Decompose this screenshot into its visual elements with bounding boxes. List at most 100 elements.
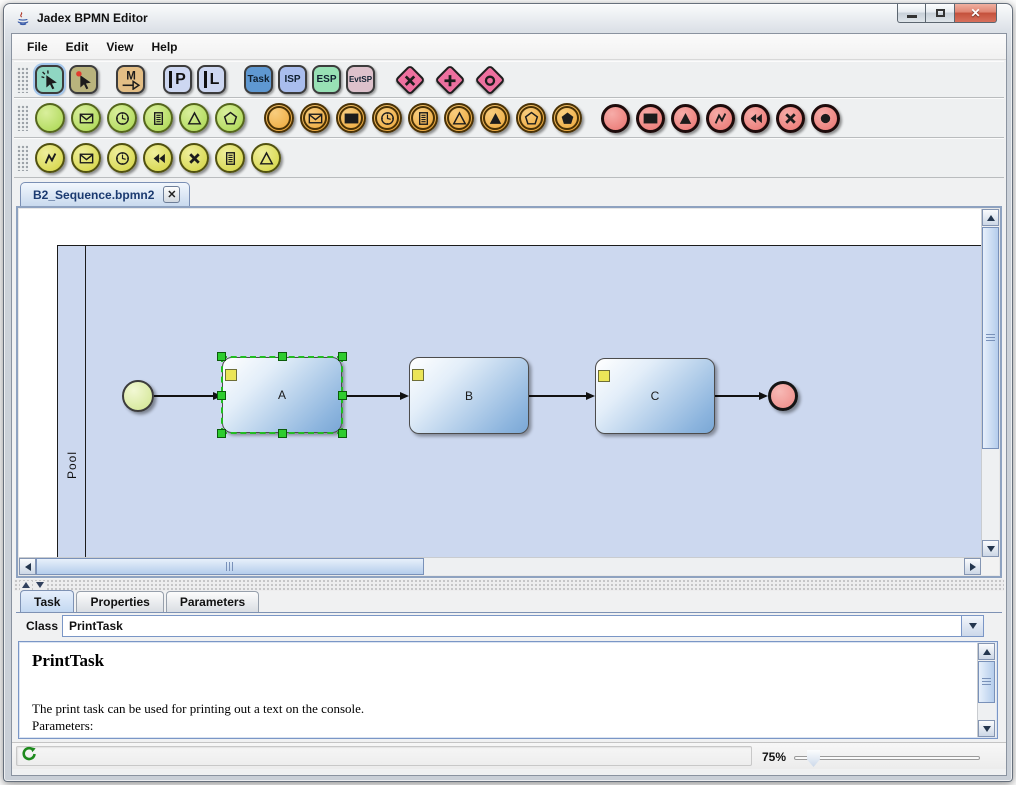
- task-b-node[interactable]: B: [409, 357, 529, 434]
- resize-handle[interactable]: [217, 391, 226, 400]
- start-multiple-event[interactable]: [215, 103, 245, 133]
- combobox-dropdown-button[interactable]: [961, 616, 983, 636]
- menu-view[interactable]: View: [106, 39, 134, 54]
- maximize-button[interactable]: [926, 4, 954, 23]
- scroll-up-button[interactable]: [982, 209, 999, 226]
- boundary-message-event[interactable]: [71, 143, 101, 173]
- menu-file[interactable]: File: [27, 39, 48, 54]
- select-tool[interactable]: [35, 65, 64, 94]
- scroll-left-button[interactable]: [19, 558, 36, 575]
- resize-handle[interactable]: [338, 429, 347, 438]
- toolbar-grip[interactable]: [17, 66, 28, 93]
- task-a-node[interactable]: A: [217, 352, 347, 438]
- resize-handle[interactable]: [338, 352, 347, 361]
- resize-handle[interactable]: [278, 429, 287, 438]
- edge-draw-tool[interactable]: [69, 65, 98, 94]
- scroll-down-button[interactable]: [982, 540, 999, 557]
- resize-handle[interactable]: [217, 352, 226, 361]
- event-subprocess-tool[interactable]: EvtSP: [346, 65, 375, 94]
- intermediate-signal-throw-event[interactable]: [480, 103, 510, 133]
- start-signal-event[interactable]: [179, 103, 209, 133]
- inclusive-gateway-tool[interactable]: [473, 63, 507, 97]
- scroll-up-button[interactable]: [978, 643, 995, 660]
- lane-tool[interactable]: L: [197, 65, 226, 94]
- start-rule-event[interactable]: [143, 103, 173, 133]
- split-pane-divider[interactable]: [14, 579, 1004, 591]
- close-button[interactable]: ✕: [954, 4, 997, 23]
- tab-parameters[interactable]: Parameters: [165, 591, 260, 612]
- start-event[interactable]: [35, 103, 65, 133]
- start-timer-event[interactable]: [107, 103, 137, 133]
- tab-properties[interactable]: Properties: [76, 591, 164, 612]
- collapse-down-button[interactable]: [34, 580, 46, 590]
- resize-handle[interactable]: [338, 391, 347, 400]
- vertical-scroll-thumb[interactable]: [978, 661, 995, 703]
- intermediate-rule-event[interactable]: [408, 103, 438, 133]
- end-signal-event[interactable]: [671, 103, 700, 133]
- tab-b2-sequence[interactable]: B2_Sequence.bpmn2 ✕: [20, 182, 191, 206]
- boundary-timer-event[interactable]: [107, 143, 137, 173]
- boundary-compensation-event[interactable]: [143, 143, 173, 173]
- intermediate-event[interactable]: [264, 103, 294, 133]
- parallel-gateway-tool[interactable]: [433, 63, 467, 97]
- selection-outline: [221, 356, 343, 434]
- intermediate-timer-event[interactable]: [372, 103, 402, 133]
- end-message-event[interactable]: [636, 103, 665, 133]
- boundary-cancel-event[interactable]: [179, 143, 209, 173]
- sequence-flow-b-c[interactable]: [529, 392, 595, 400]
- toolbar-grip[interactable]: [17, 145, 28, 171]
- end-event[interactable]: [601, 103, 630, 133]
- canvas-horizontal-scrollbar[interactable]: [19, 557, 981, 575]
- refresh-icon[interactable]: [21, 746, 37, 767]
- class-combobox-value: PrintTask: [69, 619, 123, 633]
- title-bar[interactable]: Jadex BPMN Editor ✕: [4, 4, 1012, 33]
- doc-vertical-scrollbar[interactable]: [977, 643, 996, 737]
- canvas-vertical-scrollbar[interactable]: [981, 209, 999, 557]
- scroll-down-button[interactable]: [978, 720, 995, 737]
- boundary-rule-event[interactable]: [215, 143, 245, 173]
- collapse-up-button[interactable]: [20, 580, 32, 590]
- menu-help[interactable]: Help: [151, 39, 178, 54]
- end-compensation-event[interactable]: [741, 103, 770, 133]
- class-combobox[interactable]: PrintTask: [62, 615, 984, 637]
- zoom-slider-thumb[interactable]: [807, 750, 820, 767]
- resize-handle[interactable]: [217, 429, 226, 438]
- intermediate-message-catch-event[interactable]: [300, 103, 330, 133]
- boundary-error-event[interactable]: [35, 143, 65, 173]
- diagram-canvas[interactable]: Pool A: [19, 209, 981, 557]
- minimize-button[interactable]: [897, 4, 926, 23]
- sequence-flow-c-end[interactable]: [715, 392, 768, 400]
- arrow-up-icon: [22, 582, 30, 588]
- start-event-node[interactable]: [122, 380, 154, 412]
- internal-subprocess-tool[interactable]: ISP: [278, 65, 307, 94]
- boundary-signal-event[interactable]: [251, 143, 281, 173]
- intermediate-multiple-catch-event[interactable]: [516, 103, 546, 133]
- end-event-node[interactable]: [768, 381, 798, 411]
- start-message-event[interactable]: [71, 103, 101, 133]
- pool-header[interactable]: Pool: [58, 246, 86, 557]
- end-terminate-event[interactable]: [811, 103, 840, 133]
- end-error-event[interactable]: [706, 103, 735, 133]
- vertical-scroll-thumb[interactable]: [982, 227, 999, 449]
- task-c-node[interactable]: C: [595, 358, 715, 434]
- intermediate-message-throw-event[interactable]: [336, 103, 366, 133]
- toolbar-grip[interactable]: [17, 105, 28, 131]
- tab-close-button[interactable]: ✕: [163, 186, 181, 203]
- sequence-flow-start-a[interactable]: [154, 392, 222, 400]
- intermediate-multiple-throw-event[interactable]: [552, 103, 582, 133]
- end-cancel-event[interactable]: [776, 103, 805, 133]
- scroll-right-button[interactable]: [964, 558, 981, 575]
- task-tool[interactable]: Task: [244, 65, 273, 94]
- zoom-slider[interactable]: [794, 750, 980, 767]
- menu-edit[interactable]: Edit: [65, 39, 89, 54]
- xor-gateway-tool[interactable]: [393, 63, 427, 97]
- external-subprocess-tool[interactable]: ESP: [312, 65, 341, 94]
- sequence-flow-a-b[interactable]: [342, 392, 409, 400]
- horizontal-scroll-thumb[interactable]: [36, 558, 424, 575]
- message-edge-tool[interactable]: M: [116, 65, 145, 94]
- intermediate-signal-catch-event[interactable]: [444, 103, 474, 133]
- tab-task[interactable]: Task: [20, 590, 75, 612]
- pool-tool[interactable]: P: [163, 65, 192, 94]
- resize-handle[interactable]: [278, 352, 287, 361]
- doc-parameters-label: Parameters:: [32, 718, 94, 733]
